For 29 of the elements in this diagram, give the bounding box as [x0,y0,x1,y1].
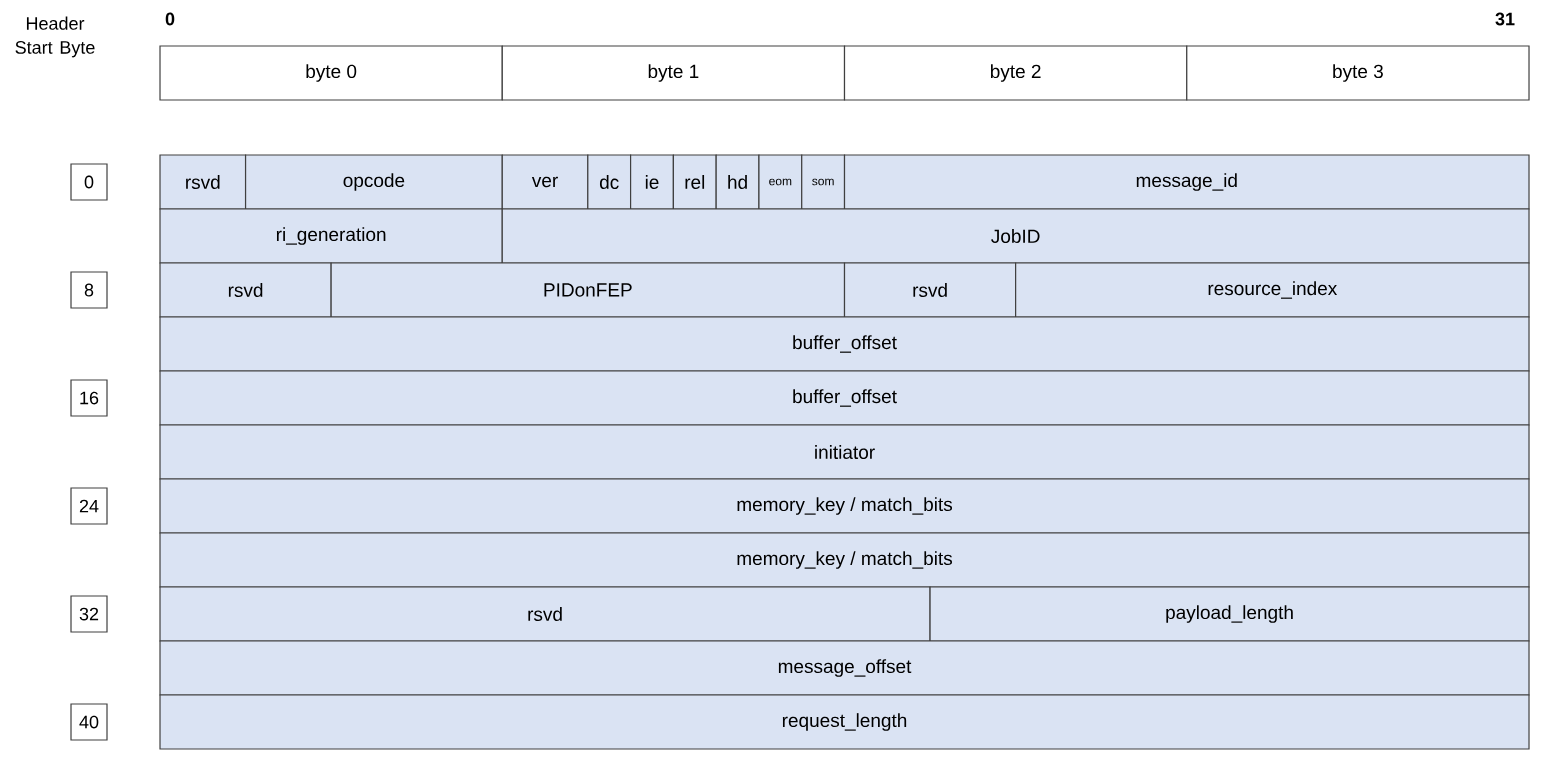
byte-header-cell: byte 2 [843,45,1188,101]
field-cell: rsvd [159,154,247,210]
field-cell: rsvd [843,262,1017,318]
byte-offset-box: 40 [70,703,108,741]
field-cell: ver [501,154,589,210]
field-cell: som [801,154,846,210]
field-cell: rsvd [159,262,332,318]
bit-number: 31 [1495,12,1515,26]
field-cell: eom [758,154,803,210]
byte-offset-box: 16 [70,379,108,417]
axis-title: Header Start Byte [15,16,95,58]
byte-header-cell: byte 1 [501,45,846,101]
field-cell: rsvd [159,586,931,642]
bit-number: 0 [165,12,175,26]
byte-header-cell: byte 3 [1186,45,1530,101]
byte-offset-box: 8 [70,271,108,309]
field-cell: ie [630,154,674,210]
field-cell: request_length [159,694,1530,750]
byte-offset-box: 0 [70,163,108,201]
byte-offset-box: 32 [70,595,108,633]
byte-header-cell: byte 0 [159,45,503,101]
field-cell: payload_length [929,586,1530,642]
field-cell: memory_key / match_bits [159,478,1530,534]
field-cell: dc [587,154,632,210]
field-cell: rel [672,154,717,210]
field-cell: hd [715,154,760,210]
byte-offset-box: 24 [70,487,108,525]
field-cell: buffer_offset [159,370,1530,426]
field-cell: initiator [159,424,1530,480]
